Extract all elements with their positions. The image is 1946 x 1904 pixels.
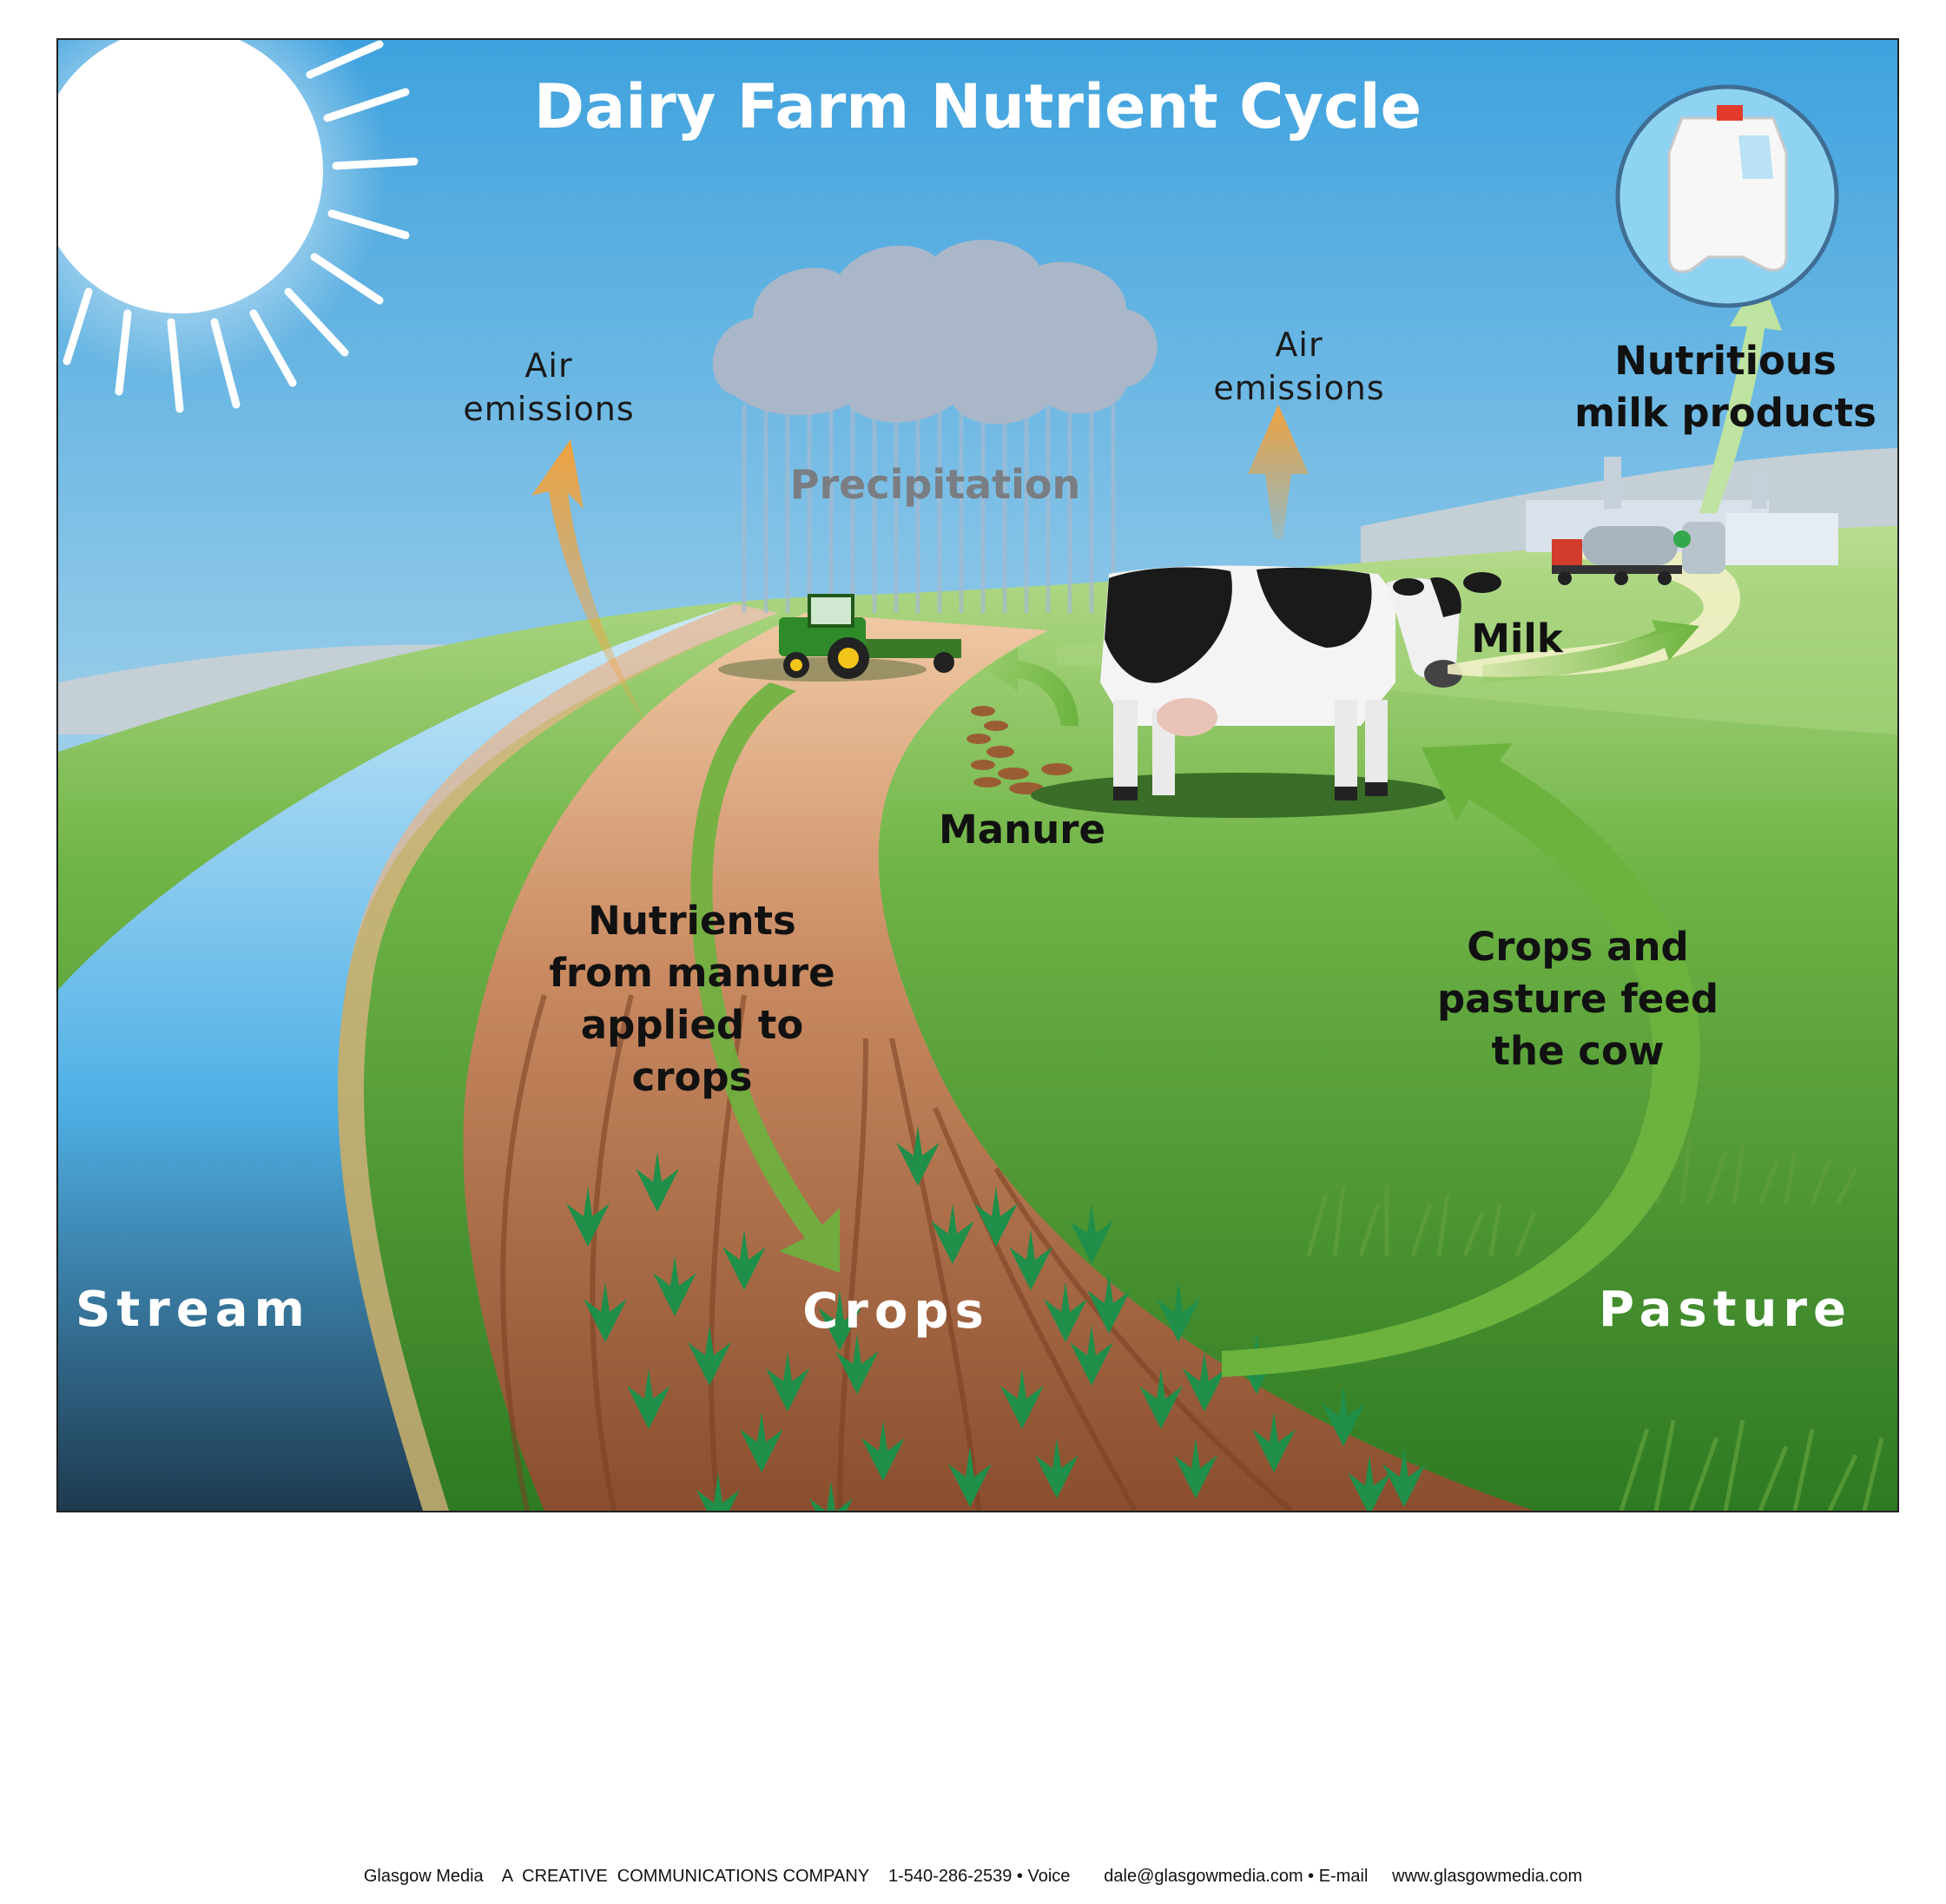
milk-truck-icon <box>1552 526 1691 585</box>
air-emissions-right-line-1: Air <box>1275 326 1323 364</box>
cow-icon <box>1031 565 1501 818</box>
nutrients-line-1: Nutrients <box>588 898 796 944</box>
nutrients-from-manure-label: Nutrients from manure applied to crops <box>544 895 840 1104</box>
milk-label: Milk <box>1471 616 1563 662</box>
nutritious-milk-products-label: Nutritious milk products <box>1534 335 1897 439</box>
nutritious-milk-products-line-2: milk products <box>1574 390 1877 436</box>
crops-and-pasture-feed-label: Crops and pasture feed the cow <box>1430 921 1725 1077</box>
page-title: Dairy Farm Nutrient Cycle <box>533 71 1422 142</box>
air-emissions-arrow-right <box>1248 405 1309 539</box>
manure-label: Manure <box>939 807 1105 853</box>
air-emissions-right-label: Air emissions <box>1191 323 1408 410</box>
crop-plants <box>566 1125 1426 1511</box>
pasture-label: Pasture <box>1599 1281 1852 1338</box>
stream <box>58 604 779 1511</box>
air-emissions-left-label: Air emissions <box>440 344 657 431</box>
tractor-icon <box>718 594 961 682</box>
nutrients-line-3: applied to <box>580 1002 804 1048</box>
nutritious-milk-products-line-1: Nutritious <box>1614 338 1837 384</box>
dirt-path <box>463 613 1534 1511</box>
rain-cloud-icon <box>712 240 1158 613</box>
milk-products-arrow <box>1699 274 1782 513</box>
milk-jug-icon <box>1615 84 1839 308</box>
milk-arrow <box>1482 620 1699 682</box>
nutrients-to-crops-arrow <box>690 682 840 1273</box>
feed-line-1: Crops and <box>1467 924 1689 970</box>
air-emissions-left-line-2: emissions <box>463 390 635 428</box>
manure-arrow <box>983 648 1079 726</box>
pasture-grass <box>1306 1133 1884 1511</box>
air-emissions-right-line-2: emissions <box>1213 369 1385 407</box>
stream-label: Stream <box>76 1281 311 1338</box>
nutrients-line-2: from manure <box>549 950 835 996</box>
feed-line-3: the cow <box>1491 1028 1665 1074</box>
scene-illustration <box>58 40 1897 1511</box>
footer-credits: Glasgow Media A CREATIVE COMMUNICATIONS … <box>363 1867 1583 1886</box>
air-emissions-arrow-left <box>531 439 653 735</box>
precipitation-label: Precipitation <box>789 461 1081 508</box>
diagram-scene: Dairy Farm Nutrient Cycle Air emissions … <box>56 38 1899 1512</box>
air-emissions-left-line-1: Air <box>524 346 573 385</box>
sun-icon <box>58 40 419 413</box>
nutrients-line-4: crops <box>631 1054 753 1100</box>
crops-label: Crops <box>802 1283 990 1340</box>
feed-line-2: pasture feed <box>1436 976 1719 1022</box>
